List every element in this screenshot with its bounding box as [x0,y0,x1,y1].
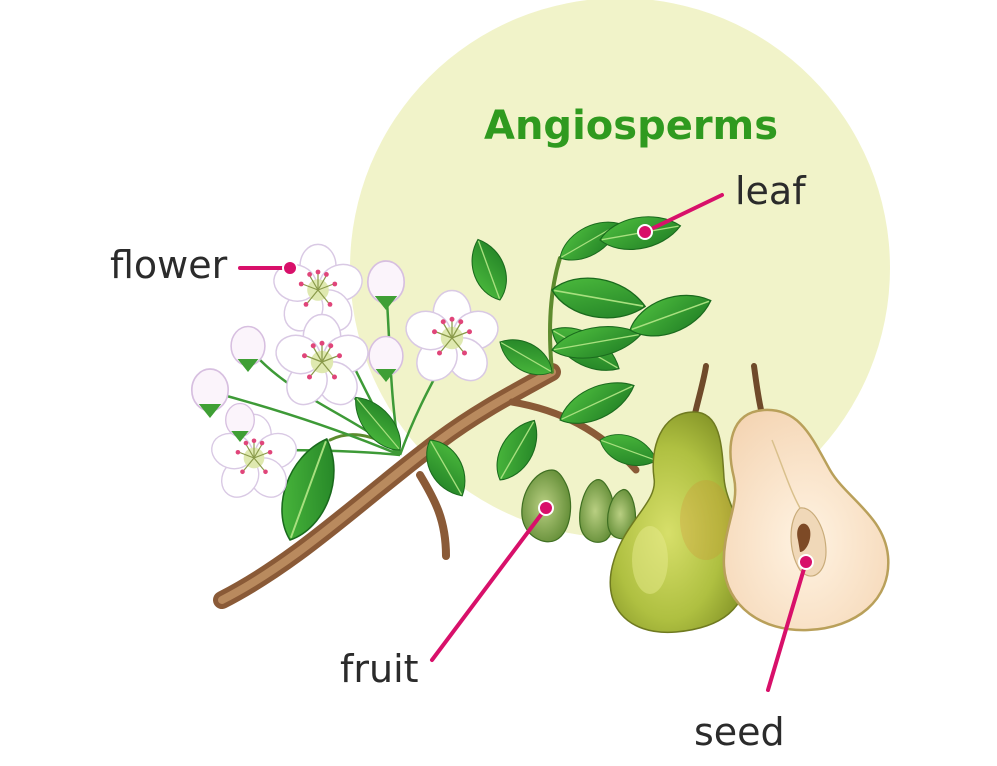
diagram-title: Angiosperms [484,103,779,149]
seed-pointer [766,560,808,692]
leaf-pointer-dot [637,224,653,240]
halved-pear [722,363,890,632]
flower-pointer-dot [282,260,298,276]
pointer-dots [282,224,814,570]
seed-pointer-dot [798,554,814,570]
whole-pear [609,363,749,634]
leaf-label: leaf [735,169,806,213]
seed-label: seed [694,710,785,754]
leaf-pointer [643,193,724,234]
pointer-lines [238,193,808,692]
flower-label: flower [110,243,228,287]
fruit-pointer [430,506,548,662]
fruit-label: fruit [340,647,419,691]
fruit-pointer-dot [538,500,554,516]
